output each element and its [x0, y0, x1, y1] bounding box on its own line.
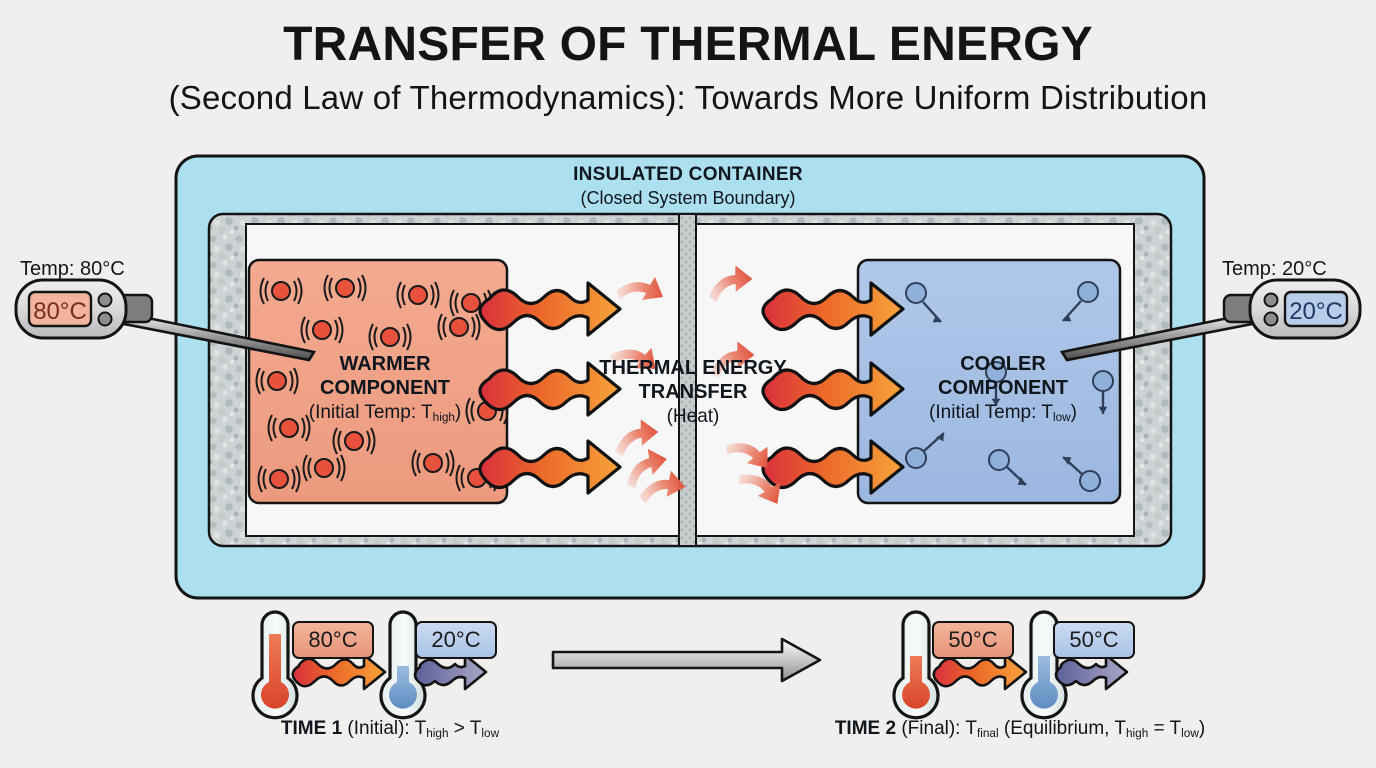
time1-hot-thermometer [251, 610, 299, 720]
left-temperature-probe [14, 278, 317, 362]
warmer-component-label: WARMER COMPONENT (Initial Temp: Thigh) [255, 352, 515, 425]
small-heat-arrow [610, 347, 656, 369]
wavy-heat-arrow [761, 361, 905, 417]
time1-hot-chip: 80°C [292, 621, 374, 659]
center-divider [678, 213, 697, 547]
small-heat-arrow [626, 448, 667, 489]
page-subtitle: (Second Law of Thermodynamics): Towards … [168, 79, 1208, 116]
thermal-energy-transfer-label: THERMAL ENERGY TRANSFER (Heat) [578, 356, 808, 428]
cool-particle-group [905, 281, 1114, 492]
time2-caption: TIME 2 (Final): Tfinal (Equilibrium, Thi… [834, 718, 1206, 740]
insulated-container-title: INSULATED CONTAINER [573, 164, 803, 185]
cooler-component-label: COOLER COMPONENT (Initial Temp: Tlow) [878, 352, 1128, 425]
cooler-component-line1: COOLER [960, 353, 1046, 375]
right-probe-button-top[interactable] [1263, 292, 1279, 308]
transfer-note: (Heat) [666, 405, 720, 427]
time2-group [892, 610, 1129, 720]
warmer-component-line2: COMPONENT [320, 377, 450, 400]
transfer-line2: TRANSFER [638, 381, 748, 404]
hot-particle [259, 277, 303, 305]
small-heat-arrow [726, 443, 768, 469]
cool-particle [905, 282, 942, 323]
cool-particle [905, 432, 945, 469]
time1-cold-chip: 20°C [415, 621, 497, 659]
hot-particle [257, 465, 301, 493]
time1-cold-thermometer [379, 610, 427, 720]
small-heat-arrow [710, 341, 755, 379]
hot-particle [255, 367, 299, 395]
left-probe-button-top[interactable] [97, 292, 113, 308]
cool-particle [988, 449, 1027, 486]
hot-particle [323, 274, 367, 302]
small-heat-arrow [708, 265, 753, 303]
cool-particle [1062, 281, 1099, 322]
warmer-component-temp-note: (Initial Temp: Thigh) [308, 401, 462, 424]
wavy-heat-arrow [478, 281, 622, 337]
time2-cold-arrow [1054, 653, 1129, 691]
hot-particle [437, 313, 481, 341]
small-heat-arrow [739, 474, 781, 504]
insulated-container-subtitle: (Closed System Boundary) [580, 188, 796, 208]
right-probe-screen [1283, 290, 1349, 328]
page-title: TRANSFER OF THERMAL ENERGY [283, 18, 1093, 71]
small-heat-arrow [639, 470, 686, 504]
transfer-line1: THERMAL ENERGY [599, 357, 787, 379]
cooler-component-line2: COMPONENT [938, 377, 1068, 400]
time2-hot-chip: 50°C [932, 621, 1014, 659]
small-heat-arrow [616, 277, 663, 300]
small-heat-arrow-group [610, 265, 781, 504]
time1-cold-arrow [413, 653, 488, 691]
right-temperature-probe [1059, 278, 1362, 362]
right-probe-caption: Temp: 20°C [1222, 258, 1327, 280]
hot-particle [332, 427, 376, 455]
hot-particle [267, 414, 311, 442]
hot-particle [396, 281, 440, 309]
cooler-component-temp-note: (Initial Temp: Tlow) [929, 401, 1077, 424]
warmer-component-line1: WARMER [339, 353, 431, 375]
hot-particle [300, 316, 344, 344]
time1-group [251, 610, 488, 720]
time2-cold-chip: 50°C [1053, 621, 1135, 659]
cool-particle [985, 361, 1007, 406]
time2-hot-thermometer [892, 610, 940, 720]
heat-arrow-group [478, 281, 905, 495]
cool-particle [1092, 370, 1114, 414]
cool-particle [1062, 456, 1101, 492]
left-probe-button-bottom[interactable] [97, 311, 113, 327]
time1-caption: TIME 1 (Initial): Thigh > Tlow [280, 718, 500, 740]
timeline-arrow [551, 637, 822, 683]
hot-particle [411, 449, 455, 477]
wavy-heat-arrow [478, 439, 622, 495]
time1-heat-arrow [291, 653, 387, 691]
hot-particle [302, 454, 346, 482]
left-probe-display-value: 80°C [33, 298, 87, 325]
right-probe-button-bottom[interactable] [1263, 311, 1279, 327]
left-probe-caption: Temp: 80°C [20, 258, 125, 280]
wavy-heat-arrow [761, 281, 905, 337]
wavy-heat-arrow [478, 361, 622, 417]
wavy-heat-arrow [761, 439, 905, 495]
time2-heat-arrow [932, 653, 1028, 691]
left-probe-screen [27, 290, 93, 328]
right-probe-display-value: 20°C [1289, 298, 1343, 325]
small-heat-arrow [615, 419, 659, 457]
hot-particle [368, 323, 412, 351]
